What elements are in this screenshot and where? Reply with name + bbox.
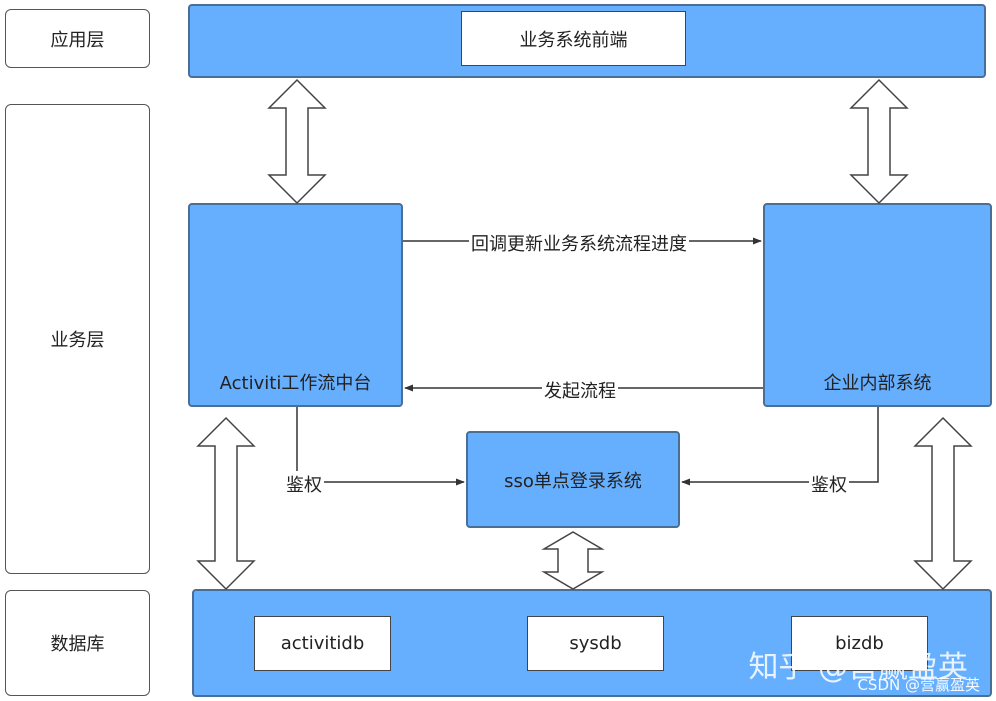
double-arrow-enterprise-db — [913, 416, 973, 591]
db-bizdb[interactable]: bizdb — [791, 616, 928, 671]
enterprise-label: 企业内部系统 — [823, 373, 932, 394]
activiti-node[interactable]: Activiti工作流中台 — [188, 203, 403, 407]
db-activitidb[interactable]: activitidb — [254, 616, 391, 671]
label-start-process: 发起流程 — [542, 377, 618, 403]
sso-node[interactable]: sso单点登录系统 — [466, 431, 680, 528]
layer-label-business: 业务层 — [5, 104, 150, 574]
layer-label-app: 应用层 — [5, 9, 150, 68]
double-arrow-frontend-enterprise — [849, 78, 909, 205]
db-sysdb[interactable]: sysdb — [527, 616, 664, 671]
double-arrow-activiti-db — [196, 416, 256, 591]
label-callback: 回调更新业务系统流程进度 — [469, 230, 689, 256]
enterprise-node[interactable]: 企业内部系统 — [763, 203, 992, 407]
frontend-node[interactable]: 业务系统前端 — [461, 11, 686, 66]
double-arrow-frontend-activiti — [267, 78, 327, 205]
sso-label: sso单点登录系统 — [504, 470, 642, 492]
double-arrow-sso-db — [541, 531, 605, 590]
label-auth-right: 鉴权 — [809, 471, 849, 497]
connector-auth-right — [681, 407, 879, 486]
activiti-label: Activiti工作流中台 — [219, 373, 372, 394]
label-auth-left: 鉴权 — [284, 471, 324, 497]
layer-label-database: 数据库 — [5, 590, 150, 696]
watermark-zhihu: 知乎 @营赢盈英 — [748, 650, 968, 685]
watermark-csdn: CSDN @营赢盈英 — [857, 676, 980, 694]
